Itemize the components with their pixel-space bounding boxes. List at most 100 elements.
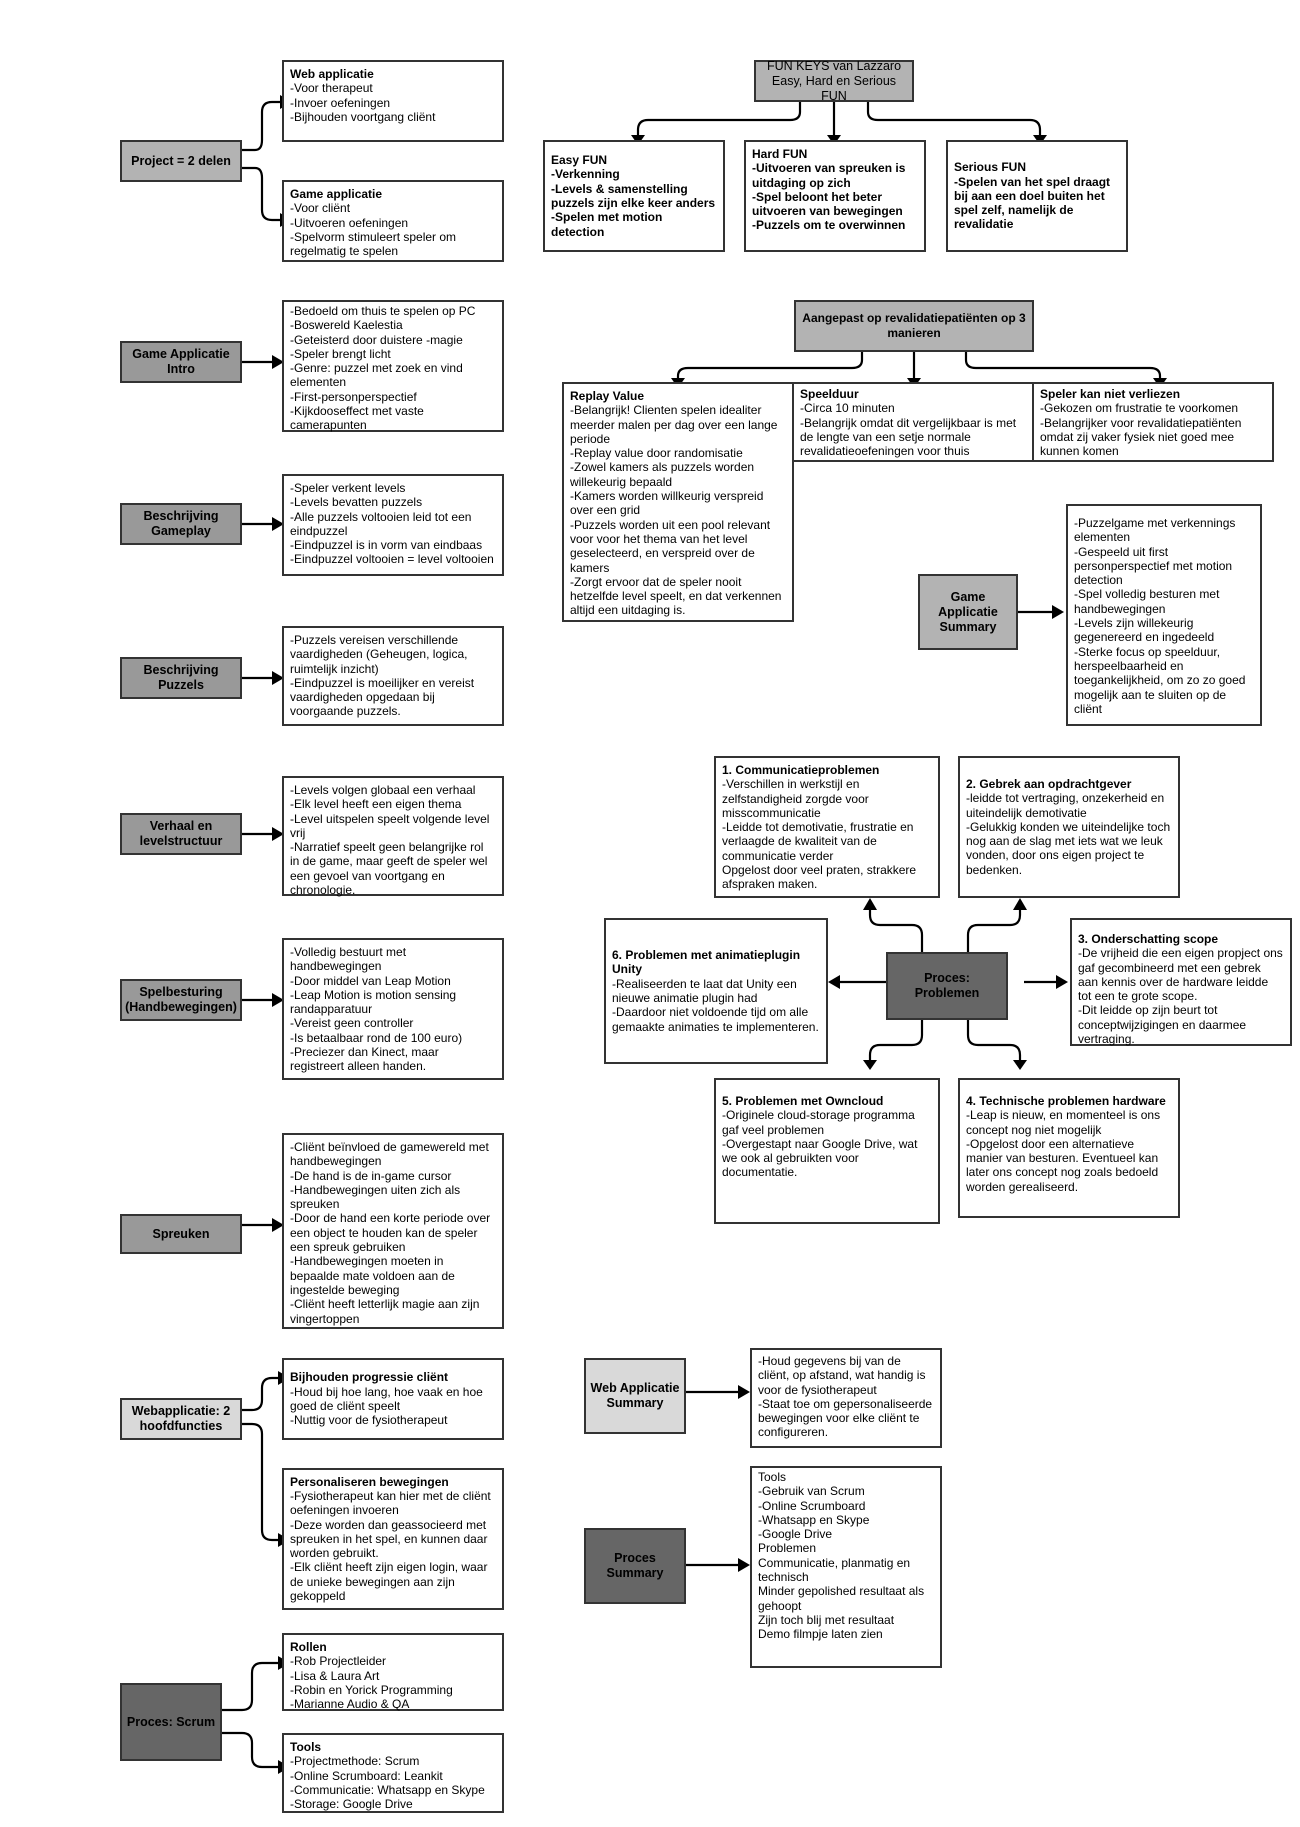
box-line: -Gespeeld uit first personperspectief me… <box>1074 544 1233 588</box>
proces-summary-box: Tools -Gebruik van Scrum -Online Scrumbo… <box>750 1466 942 1668</box>
box-line: -Elk level heeft een eigen thema <box>290 797 462 812</box>
easy-fun-box: Easy FUN -Verkenning -Levels & samenstel… <box>543 140 725 252</box>
connector <box>242 166 280 222</box>
besturing-node[interactable]: Spelbesturing (Handbewegingen) <box>120 979 242 1021</box>
web-applicatie-box: Web applicatie -Voor therapeut -Invoer o… <box>282 60 504 142</box>
box-line: -Online Scrumboard <box>758 1498 866 1513</box>
box-line: -Levels zijn willekeurig gegenereerd en … <box>1074 616 1215 645</box>
box-line: -Sterke focus op speelduur, herspeelbaar… <box>1074 644 1246 716</box>
problem-1-box: 1. Communicatieproblemen -Verschillen in… <box>714 756 940 898</box>
box-line: -Communicatie: Whatsapp en Skype <box>290 1782 485 1797</box>
box-line: -Spelen met motion detection <box>551 210 663 239</box>
game-applicatie-box: Game applicatie -Voor cliënt -Uitvoeren … <box>282 180 504 262</box>
box-line: -Robin en Yorick Programming <box>290 1682 453 1697</box>
webapp-node[interactable]: Webapplicatie: 2 hoofdfuncties <box>120 1398 242 1440</box>
box-title: Game applicatie <box>290 187 383 201</box>
spreuken-node[interactable]: Spreuken <box>120 1214 242 1254</box>
arrowhead <box>863 1060 877 1070</box>
box-line: -Is betaalbaar rond de 100 euro) <box>290 1030 463 1045</box>
box-line: -Circa 10 minuten <box>800 401 895 416</box>
connector <box>868 1018 924 1060</box>
box-line: -Kamers worden willkeurig verspreid over… <box>570 489 764 518</box>
puzzels-node[interactable]: Beschrijving Puzzels <box>120 657 242 699</box>
connector <box>676 350 864 378</box>
box-line: -Voor cliënt <box>290 201 351 216</box>
progressie-box: Bijhouden progressie cliënt -Houd bij ho… <box>282 1358 504 1440</box>
fun-keys-node[interactable]: FUN KEYS van Lazzaro Easy, Hard en Serio… <box>754 59 914 103</box>
game-intro-node[interactable]: Game Applicatie Intro <box>120 341 242 383</box>
game-summary-label: Game Applicatie Summary <box>938 589 998 634</box>
box-line: -Cliënt beïnvloed de gamewereld met hand… <box>290 1140 489 1169</box>
box-line: -Kijkdooseffect met vaste camerapunten <box>290 404 424 433</box>
serious-fun-box: Serious FUN -Spelen van het spel draagt … <box>946 140 1128 252</box>
box-line: -Puzzelgame met verkennings elementen <box>1074 516 1236 545</box>
box-line: -Uitvoeren oefeningen <box>290 215 409 230</box>
box-line: -Replay value door randomisatie <box>570 446 743 461</box>
box-line: -Leidde tot demotivatie, frustratie en v… <box>722 820 914 863</box>
box-line: -Whatsapp en Skype <box>758 1512 870 1527</box>
box-line: -Invoer oefeningen <box>290 95 391 110</box>
box-line: -Originele cloud-storage programma gaf v… <box>722 1108 915 1137</box>
proces-summary-node[interactable]: Proces Summary <box>584 1528 686 1604</box>
speelduur-box: Speelduur -Circa 10 minuten -Belangrijk … <box>792 382 1034 462</box>
project-node[interactable]: Project = 2 delen <box>120 140 242 182</box>
box-title: Tools <box>290 1740 322 1754</box>
box-line: -Daardoor niet voldoende tijd om alle ge… <box>612 1005 819 1034</box>
project-node-label: Project = 2 delen <box>131 153 231 168</box>
box-line: -Levels volgen globaal een verhaal <box>290 783 476 797</box>
box-line: Minder gepolished resultaat als gehoopt <box>758 1584 925 1613</box>
web-summary-label: Web Applicatie Summary <box>590 1381 680 1410</box>
box-title: Speler kan niet verliezen <box>1040 387 1181 401</box>
box-line: -Elk cliënt heeft zijn eigen login, waar… <box>290 1560 488 1604</box>
niet-verliezen-box: Speler kan niet verliezen -Gekozen om fr… <box>1032 382 1274 462</box>
box-line: -Levels bevatten puzzels <box>290 495 423 510</box>
problem-6-box: 6. Problemen met animatieplugin Unity -R… <box>604 918 828 1064</box>
box-title: 2. Gebrek aan opdrachtgever <box>966 776 1132 791</box>
besturing-label: Spelbesturing (Handbewegingen) <box>125 985 237 1014</box>
box-line: -leidde tot vertraging, onzekerheid en u… <box>966 791 1165 820</box>
box-title: 4. Technische problemen hardware <box>966 1094 1166 1108</box>
scrum-node[interactable]: Proces: Scrum <box>120 1683 222 1761</box>
box-line: -Voor therapeut <box>290 81 373 96</box>
box-line: -Alle puzzels voltooien leid tot een ein… <box>290 509 472 538</box>
box-title: Hard FUN <box>752 147 808 161</box>
box-title: 3. Onderschatting scope <box>1078 932 1219 946</box>
verhaal-node[interactable]: Verhaal en levelstructuur <box>120 813 242 855</box>
connector <box>222 1731 278 1769</box>
webapp-label: Webapplicatie: 2 hoofdfuncties <box>131 1404 231 1433</box>
aangepast-node[interactable]: Aangepast op revalidatiepatiënten op 3 m… <box>794 300 1034 352</box>
box-title: Easy FUN <box>551 153 608 168</box>
besturing-box: -Volledig bestuurt met handbewegingen -D… <box>282 938 504 1080</box>
box-line: -Bijhouden voortgang cliënt <box>290 109 436 124</box>
box-title: Serious FUN <box>954 160 1027 175</box>
box-line: -Genre: puzzel met zoek en vind elemente… <box>290 361 463 390</box>
connector <box>636 100 802 135</box>
gameplay-box: -Speler verkent levels -Levels bevatten … <box>282 474 504 576</box>
box-line: -Storage: Google Drive <box>290 1797 413 1812</box>
box-line: -Boswereld Kaelestia <box>290 318 403 333</box>
box-line: -Opgelost door een alternatieve manier v… <box>966 1136 1159 1194</box>
arrowhead <box>1052 605 1064 619</box>
problemen-node[interactable]: Proces: Problemen <box>886 952 1008 1020</box>
box-title: Personaliseren bewegingen <box>290 1474 449 1489</box>
box-line: Tools <box>758 1470 787 1484</box>
spreuken-box: -Cliënt beïnvloed de gamewereld met hand… <box>282 1133 504 1329</box>
box-line: -Gelukkig konden we uiteindelijke toch n… <box>966 819 1171 877</box>
connector <box>966 1018 1022 1060</box>
box-line: -Projectmethode: Scrum <box>290 1754 420 1769</box>
box-line: -Uitvoeren van spreuken is uitdaging op … <box>752 161 906 190</box>
box-line: -Google Drive <box>758 1527 833 1542</box>
web-summary-node[interactable]: Web Applicatie Summary <box>584 1358 686 1434</box>
box-line: -Door de hand een korte periode over een… <box>290 1211 491 1255</box>
box-line: -Puzzels worden uit een pool relevant vo… <box>570 517 771 575</box>
box-line: -Lisa & Laura Art <box>290 1668 380 1683</box>
box-line: -Belangrijk omdat dit vergelijkbaar is m… <box>800 415 1017 459</box>
box-line: Zijn toch blij met resultaat <box>758 1612 895 1627</box>
game-summary-node[interactable]: Game Applicatie Summary <box>918 574 1018 650</box>
box-line: -Verkenning <box>551 167 620 182</box>
gameplay-node[interactable]: Beschrijving Gameplay <box>120 503 242 545</box>
box-line: -Volledig bestuurt met handbewegingen <box>290 945 407 974</box>
box-title: 5. Problemen met Owncloud <box>722 1094 884 1108</box>
box-line: -Zowel kamers als puzzels worden willeke… <box>570 460 755 489</box>
connector <box>242 100 280 152</box>
